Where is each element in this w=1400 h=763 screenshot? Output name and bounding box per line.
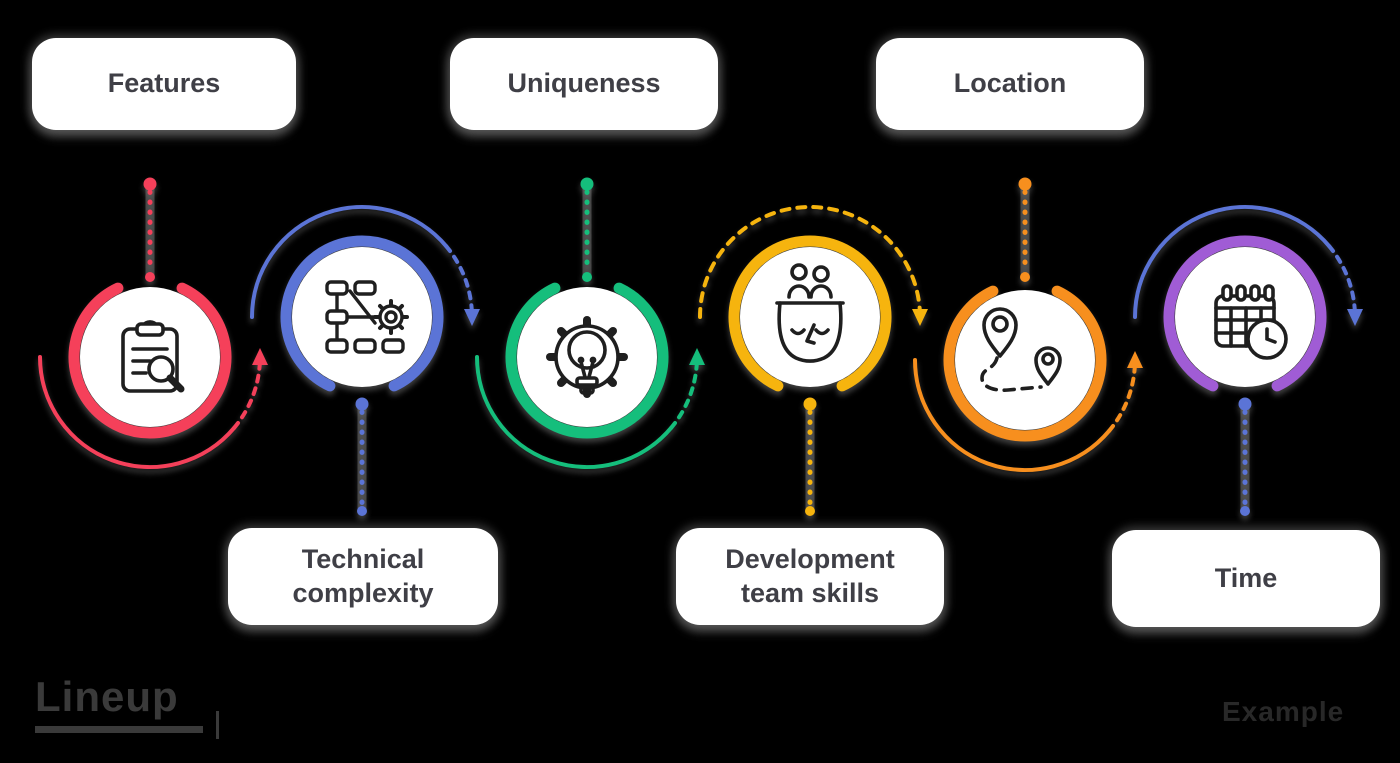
flow-arc-5 [913,351,1143,473]
factor-label: Features [107,68,221,99]
calendar-clock-icon [1214,284,1288,360]
flow-arc-3 [475,348,705,470]
factor-label: Technical complexity [292,543,434,608]
flow-arc-1 [38,348,268,470]
circle-technical [280,235,444,392]
brand-tagline-bar [35,726,203,733]
factor-label: Location [953,68,1067,99]
factor-label: Time [1214,562,1278,593]
sitemap-gear-icon [325,280,409,354]
circle-features [68,282,232,439]
connector-uniqueness [580,177,594,282]
clipboard-search-icon [121,320,185,393]
head-team-icon [775,263,845,363]
circle-location [943,285,1107,442]
factor-box-time: Time [1112,530,1380,627]
brand-logo: Lineup [35,673,219,739]
connector-technical [355,397,369,516]
factor-label: Development team skills [725,543,895,608]
factor-box-features: Features [32,38,296,130]
flow-arc-6 [1133,204,1363,326]
factor-box-technical-complexity: Technical complexity [228,528,498,625]
factor-box-development-team-skills: Development team skills [676,528,944,625]
route-pins-icon [980,307,1062,392]
circle-devteam [728,235,892,392]
factor-box-uniqueness: Uniqueness [450,38,718,130]
gear-lightbulb-icon [546,316,628,398]
connector-location [1018,177,1032,282]
connector-time [1238,397,1252,516]
brand-logo-tick [216,711,219,739]
flow-arc-4 [698,205,928,326]
brand-wordmark: Lineup [35,673,179,720]
factor-label: Uniqueness [507,68,661,99]
flow-arc-2 [250,204,480,326]
watermark-text: Example [1222,696,1345,727]
connector-features [143,177,157,282]
connector-devteam [803,397,817,516]
factor-box-location: Location [876,38,1144,130]
